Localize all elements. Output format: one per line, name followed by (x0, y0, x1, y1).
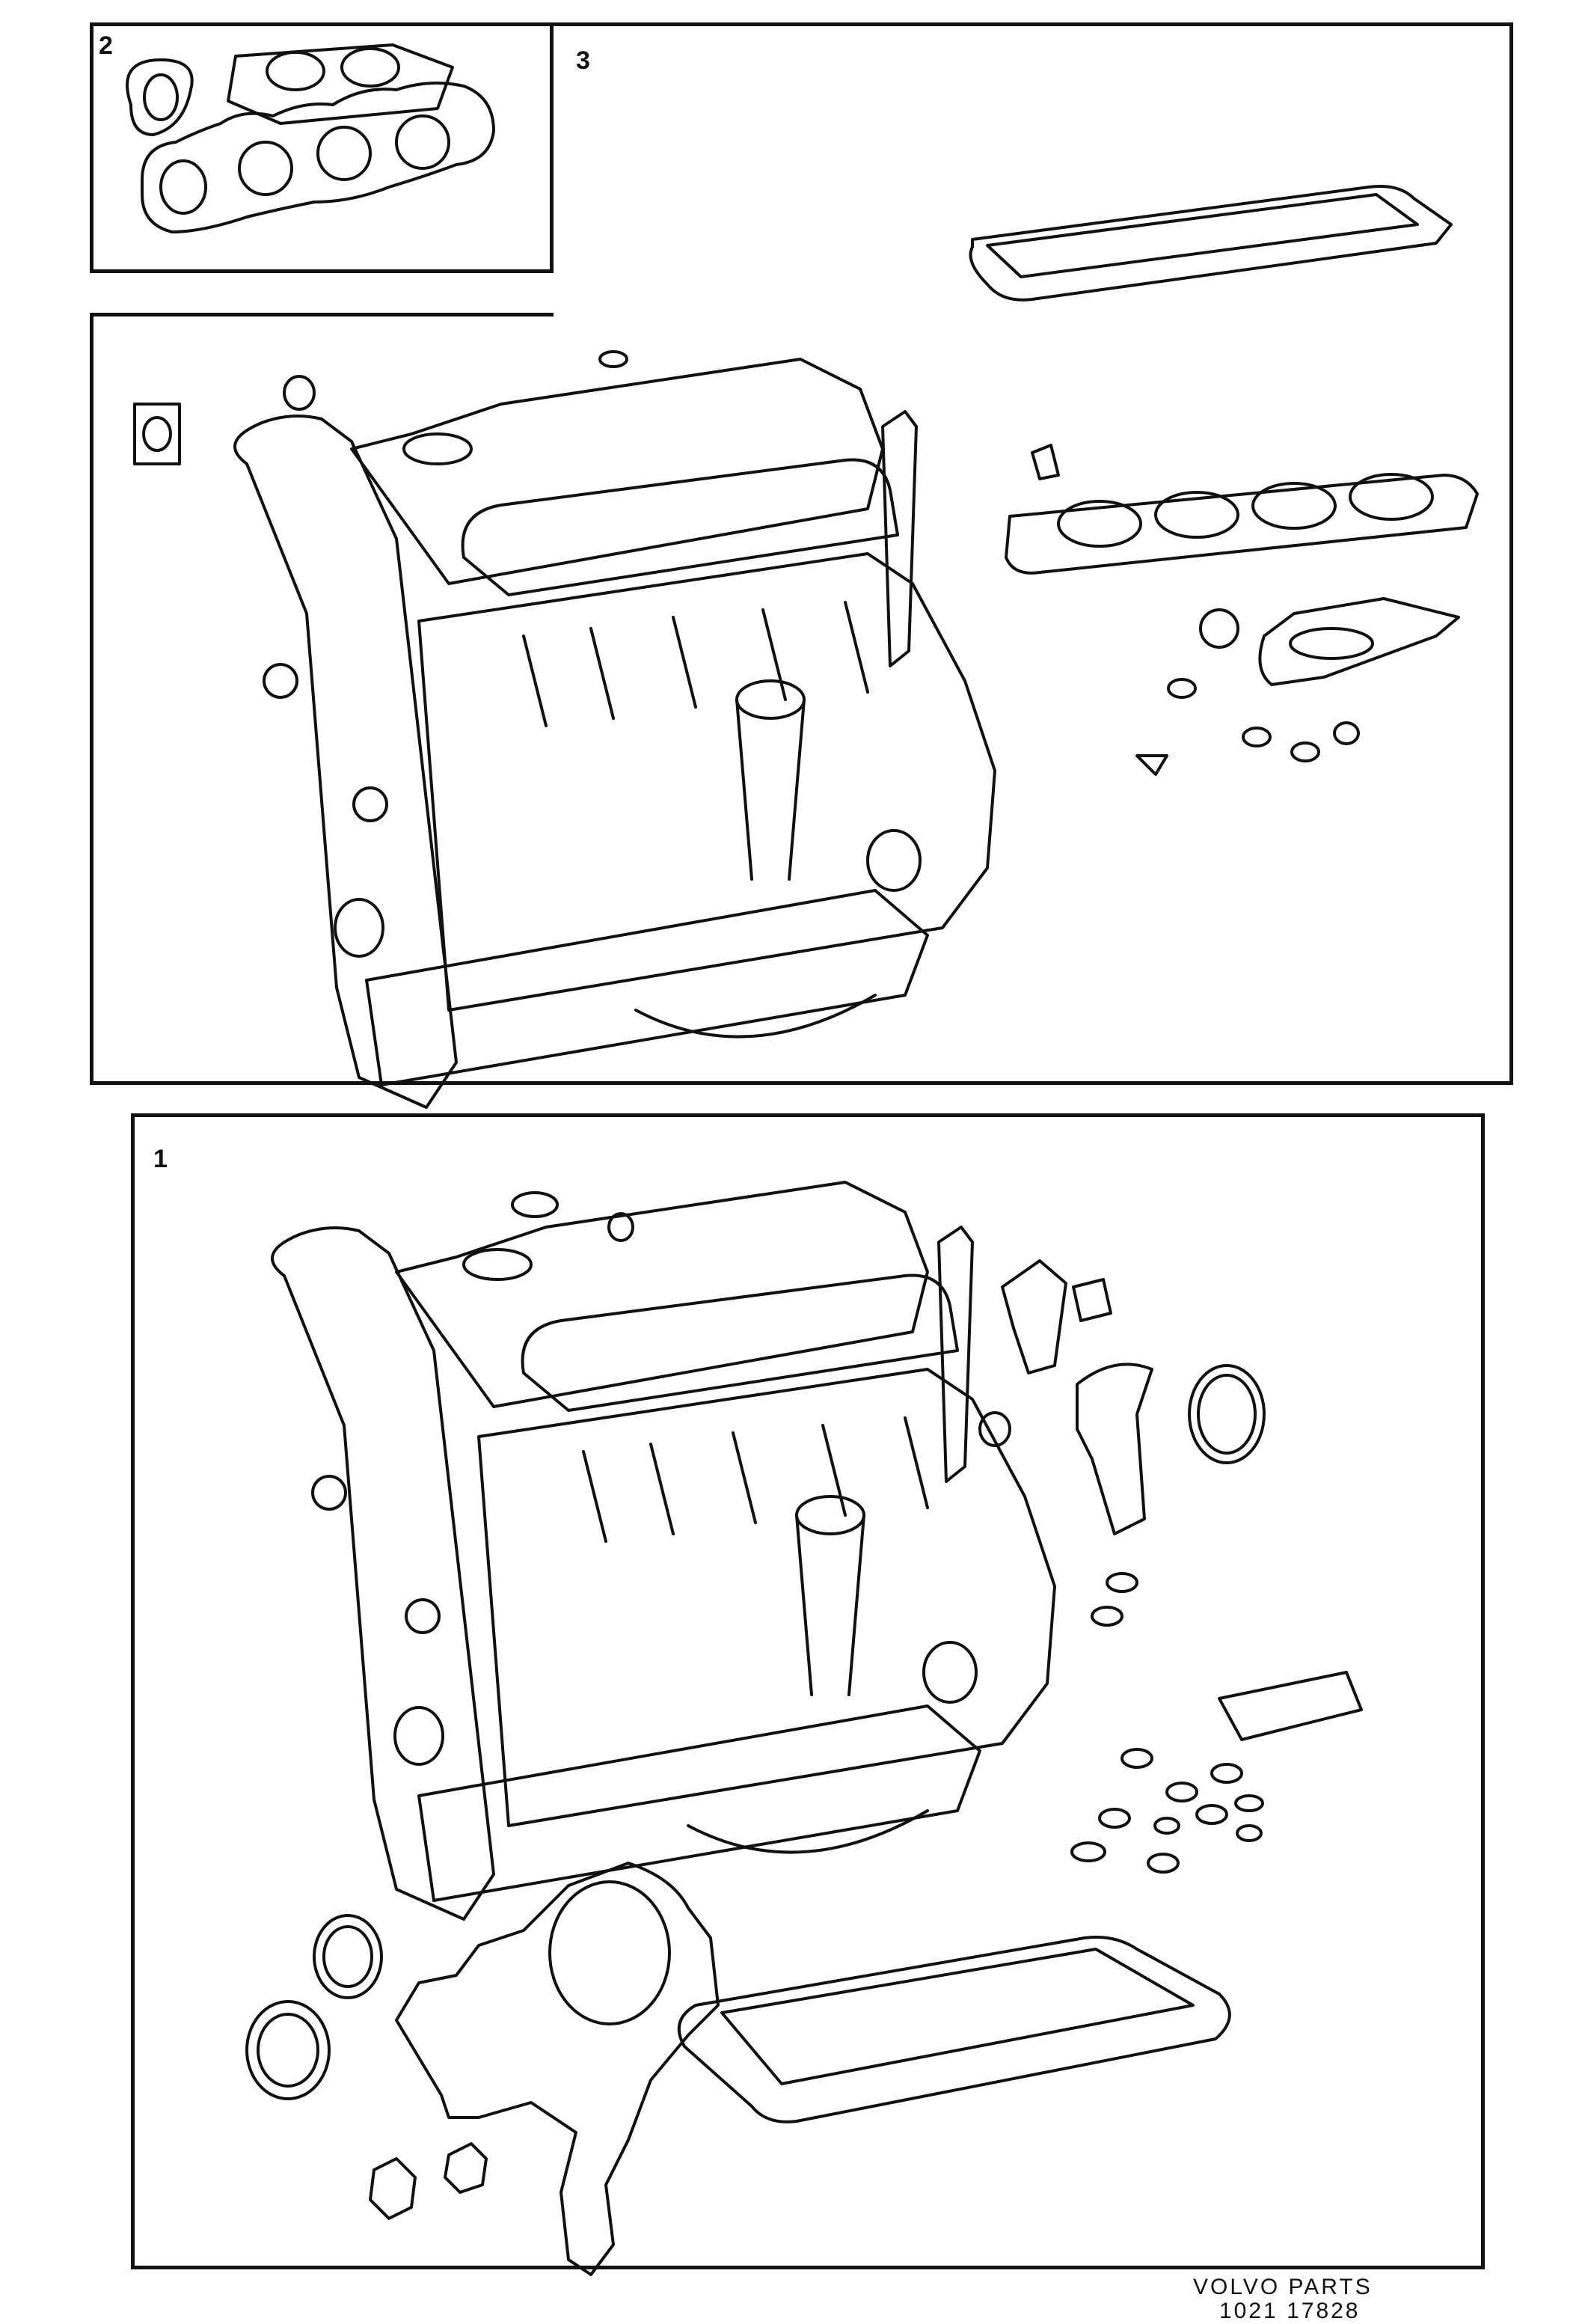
timing-cover-gasket (245, 1862, 720, 2276)
panel-1-label: 1 (153, 1145, 168, 1173)
panel-2-label: 2 (99, 31, 113, 60)
footer-brand: VOLVO PARTS (1193, 2275, 1373, 2299)
head-gasket-panel-3 (1005, 444, 1479, 776)
panel-3-top-edge-left (90, 313, 554, 317)
engine-block-panel-3 (133, 350, 996, 1109)
panel-3-lower-frame (90, 313, 1513, 1085)
panel-1-frame (131, 1113, 1485, 2269)
panel-2-frame (90, 22, 554, 273)
oil-pan-gasket (677, 1936, 1231, 2123)
manifold-gasket-group (126, 43, 495, 233)
panel-3-label: 3 (576, 46, 590, 75)
engine-block-panel-1 (271, 1181, 1056, 1921)
gasket-set-panel-1 (978, 1259, 1363, 1874)
footer-part-number: 1021 17828 (1219, 2299, 1361, 2323)
valve-cover-gasket (969, 185, 1453, 302)
